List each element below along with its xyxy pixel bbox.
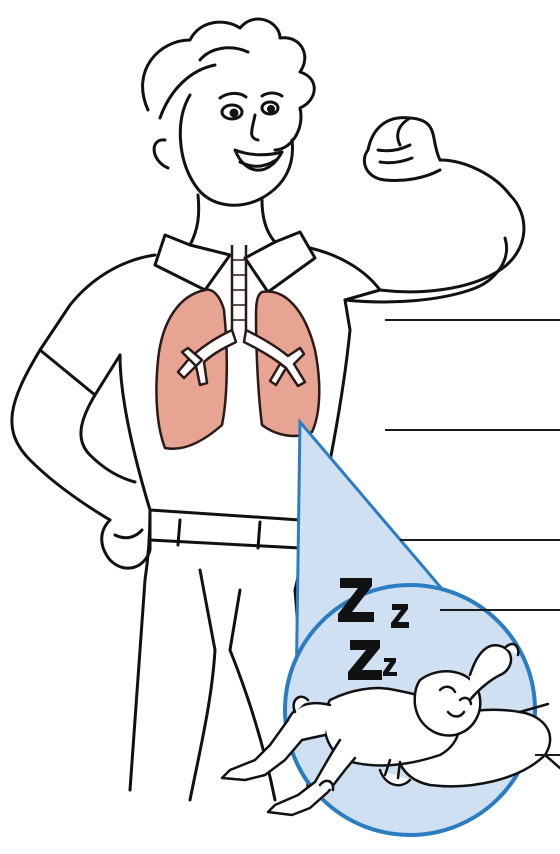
- lungs: [156, 245, 319, 449]
